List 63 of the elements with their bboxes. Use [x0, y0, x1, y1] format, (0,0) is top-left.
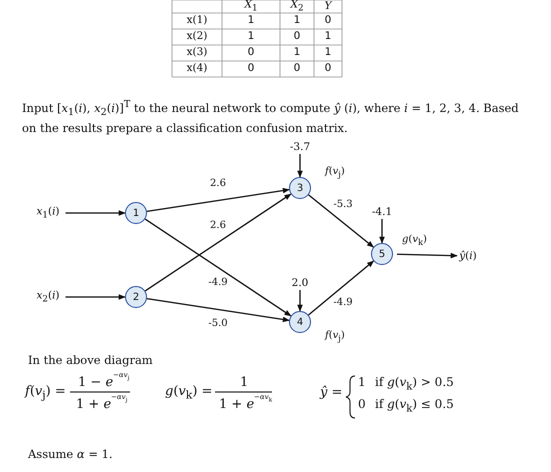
edge-label: -5.3	[333, 199, 353, 210]
table-value: 0	[294, 31, 300, 43]
case-condition: if g(v$_{k}$) > 0.5	[375, 376, 454, 392]
case-value: 0	[358, 398, 366, 412]
activation-label: g(v$_{k}$)	[402, 234, 427, 248]
arrow	[144, 218, 292, 316]
row-header: x(2)	[186, 31, 208, 43]
table-value: 0	[324, 63, 332, 75]
arrow	[308, 194, 374, 248]
arrow	[146, 188, 290, 212]
arrow	[297, 154, 303, 178]
edge-label: 2.6	[210, 220, 226, 231]
row-header: x(3)	[186, 47, 208, 59]
arrow	[379, 219, 385, 244]
case-value: 1	[358, 376, 366, 390]
table-value: 1	[324, 47, 332, 59]
arrow	[308, 260, 374, 316]
table-value: 0	[294, 63, 300, 75]
neuron-circle: 3	[289, 177, 311, 199]
table-value: 1	[248, 15, 254, 27]
denominator: 1 + e	[219, 398, 254, 412]
formula-intro: In the above diagram	[28, 354, 153, 367]
formula-term: f(v$_{j}$) =	[25, 385, 66, 402]
neuron-circle: 2	[125, 286, 147, 308]
table-value: 0	[248, 47, 254, 59]
arrow	[396, 252, 458, 258]
formula-term: ŷ =	[320, 386, 342, 400]
edge-label: -4.9	[208, 277, 228, 288]
bias-value: -4.1	[372, 206, 392, 218]
arrow	[66, 210, 126, 216]
signal-label: x$_{1}$(i)	[36, 205, 60, 221]
bias-value: 2.0	[292, 277, 308, 289]
table-value: 1	[324, 31, 332, 43]
row-header: x(1)	[186, 15, 208, 27]
denominator: 1 + e	[76, 398, 112, 412]
row-header: x(4)	[186, 63, 208, 75]
instruction-paragraph: Input [x$_{1}$(i), x$_{2}$(i)]$^{T}$ to the neural network to compute ŷ (i), where i = 1, 2, 3, 4. Based on the results prepare a classification confusion matrix.	[22, 98, 520, 137]
table-value: 0	[324, 15, 332, 27]
bias-value: -3.7	[290, 141, 310, 153]
formula-term: g(v$_{k}$) =	[165, 385, 212, 402]
signal-label: ŷ(i)	[459, 250, 477, 262]
table-value: 1	[294, 15, 300, 27]
column-header: Y	[324, 0, 332, 12]
activation-label: f(v$_{j}$)	[325, 330, 345, 344]
arrow	[66, 294, 126, 300]
table-value: 1	[294, 47, 300, 59]
neuron-circle: 5	[371, 243, 393, 265]
signal-label: x$_{2}$(i)	[36, 289, 60, 305]
edge-label: 2.6	[210, 178, 226, 189]
activation-label: f(v$_{j}$)	[325, 166, 345, 180]
arrow	[297, 290, 303, 312]
numerator: 1	[240, 376, 248, 390]
neuron-circle: 4	[289, 311, 311, 333]
arrow	[144, 194, 292, 292]
edge-label: -5.0	[208, 318, 228, 329]
table-value: 1	[248, 31, 254, 43]
edge-label: -4.9	[333, 297, 353, 308]
arrow	[146, 298, 290, 322]
table-value: 0	[248, 63, 254, 75]
numerator: 1 − e	[78, 376, 114, 390]
assumption-note: Assume α = 1.	[28, 448, 113, 461]
neuron-circle: 1	[125, 202, 147, 224]
case-condition: if g(v$_{k}$) ≤ 0.5	[375, 398, 454, 414]
